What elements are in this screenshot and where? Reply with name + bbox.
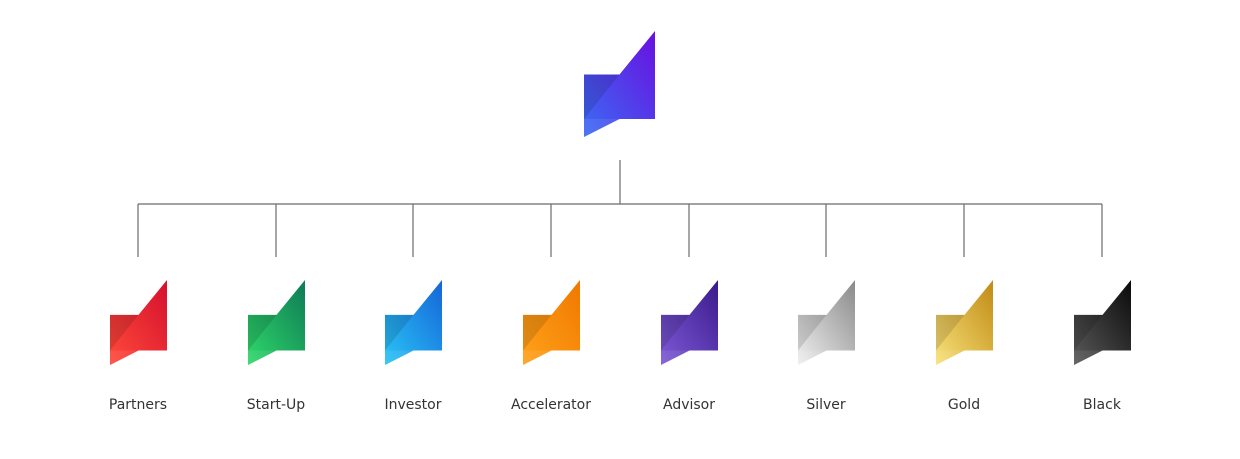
node-label: Investor bbox=[384, 397, 442, 413]
logo-gold-facet bbox=[936, 350, 965, 365]
logo-gold bbox=[936, 280, 993, 365]
logo-investor-facet bbox=[385, 314, 414, 351]
logo-partners bbox=[110, 280, 167, 365]
logo-partners-facet bbox=[110, 350, 139, 365]
logo-advisor-shape bbox=[661, 280, 718, 365]
logo-investor-facet bbox=[385, 350, 414, 365]
logo-gold-facet bbox=[936, 314, 965, 351]
root-logo-shape bbox=[584, 31, 655, 137]
logo-accelerator-facet bbox=[523, 350, 552, 365]
logo-start-up-shape bbox=[248, 280, 305, 365]
logo-black-shape bbox=[1074, 280, 1131, 365]
logo-silver-shape bbox=[798, 280, 855, 365]
node-label: Advisor bbox=[662, 397, 715, 413]
root-logo bbox=[584, 31, 655, 137]
logo-silver bbox=[798, 280, 855, 365]
logo-accelerator-facet bbox=[523, 314, 552, 351]
logo-accelerator bbox=[523, 280, 580, 365]
logo-start-up-facet bbox=[248, 350, 277, 365]
logo-investor bbox=[385, 280, 442, 365]
logo-black-facet bbox=[1074, 314, 1103, 351]
logo-advisor bbox=[661, 280, 718, 365]
logo-black bbox=[1074, 280, 1131, 365]
node-label: Silver bbox=[806, 397, 846, 413]
root-logo-facet bbox=[584, 118, 620, 137]
logo-silver-facet bbox=[798, 314, 827, 351]
node-label: Partners bbox=[108, 397, 168, 413]
logo-start-up-facet bbox=[248, 314, 277, 351]
node-label: Gold bbox=[947, 397, 981, 413]
logo-advisor-facet bbox=[661, 314, 690, 351]
logo-black-facet bbox=[1074, 350, 1103, 365]
node-label: Black bbox=[1083, 397, 1121, 413]
logo-gold-shape bbox=[936, 280, 993, 365]
logo-investor-shape bbox=[385, 280, 442, 365]
logo-partners-shape bbox=[110, 280, 167, 365]
logo-partners-facet bbox=[110, 314, 139, 351]
logo-accelerator-shape bbox=[523, 280, 580, 365]
node-label: Accelerator bbox=[511, 397, 591, 413]
logo-start-up bbox=[248, 280, 305, 365]
logo-advisor-facet bbox=[661, 350, 690, 365]
logo-silver-facet bbox=[798, 350, 827, 365]
node-label: Start-Up bbox=[246, 397, 306, 413]
root-logo-facet bbox=[584, 74, 620, 119]
